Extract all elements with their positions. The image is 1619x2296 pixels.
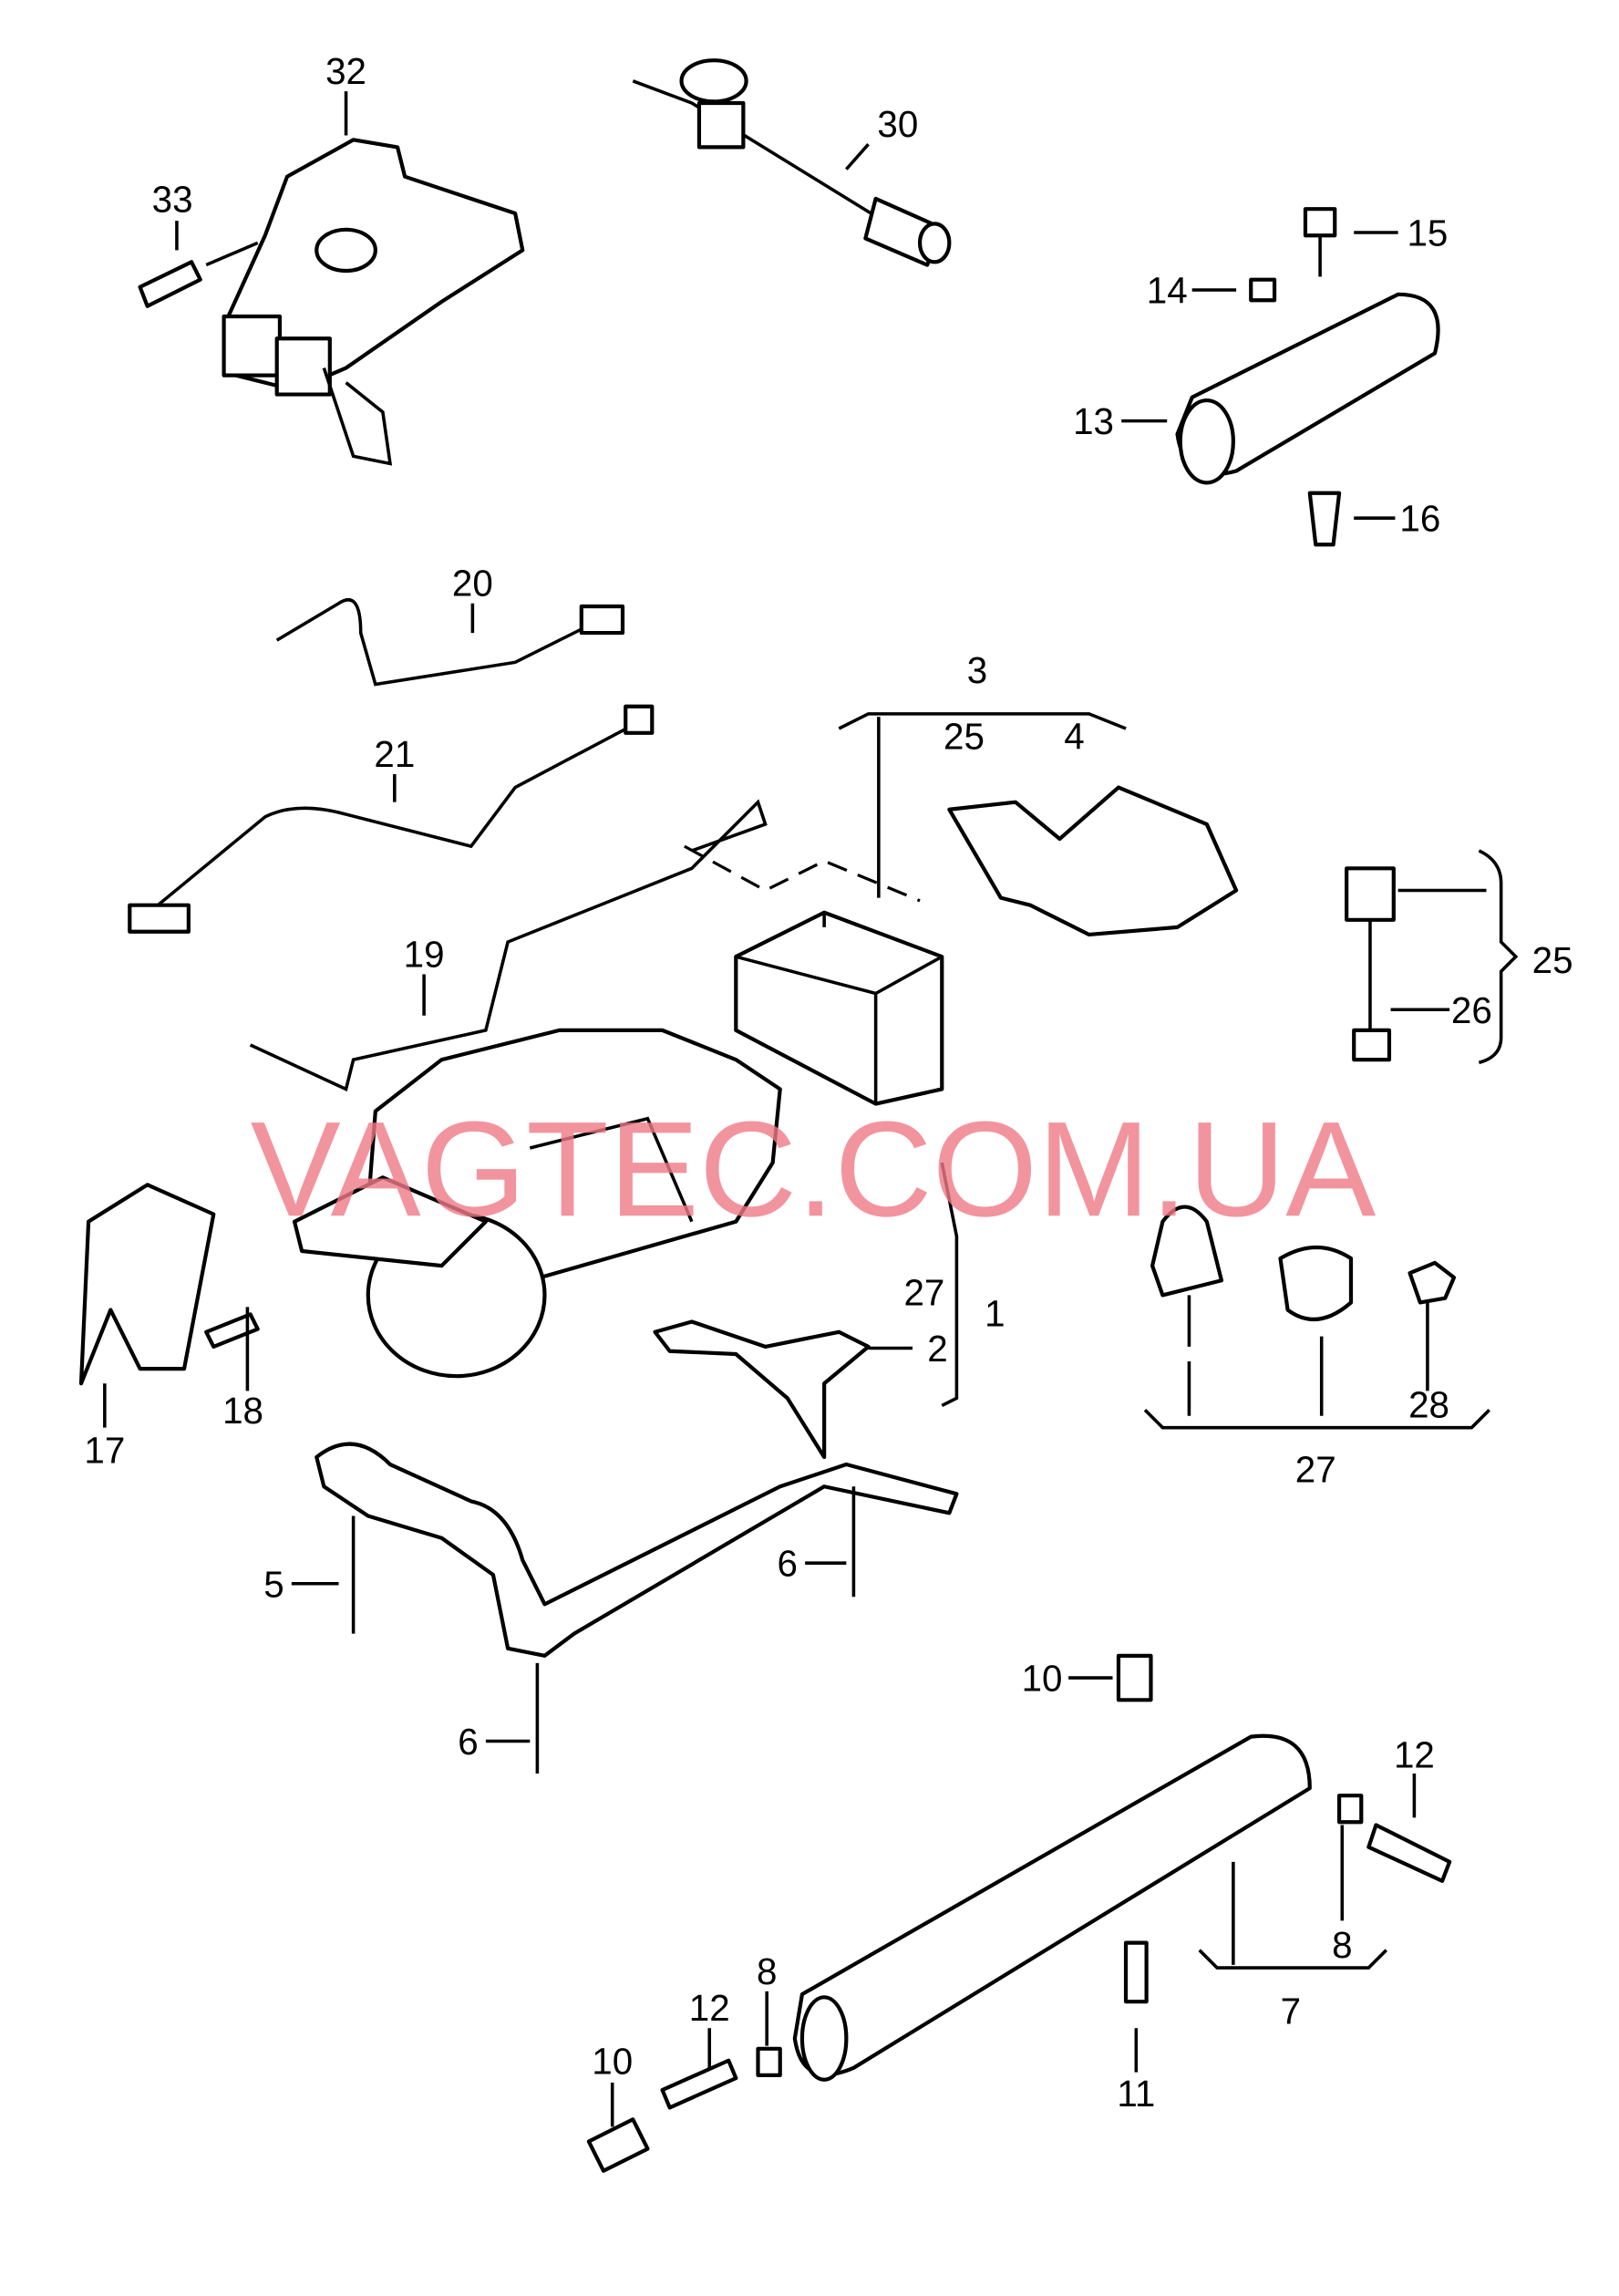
callout-4: 4	[1064, 716, 1084, 758]
callout-25: 25	[1532, 939, 1573, 981]
callout-30: 30	[877, 103, 918, 145]
compressor-1	[292, 1028, 959, 1408]
callout-12: 12	[1394, 1734, 1435, 1776]
control-unit-3	[684, 712, 1127, 1106]
callout-33: 33	[152, 178, 193, 220]
callout-18: 18	[222, 1390, 263, 1432]
reservoir-7	[586, 1653, 1452, 2173]
callout-1: 1	[985, 1292, 1005, 1334]
callout-6: 6	[458, 1721, 478, 1763]
callout-8: 8	[757, 1950, 777, 1992]
pipe-21	[128, 704, 655, 934]
callout-2: 2	[927, 1328, 947, 1370]
callout-10: 10	[592, 2040, 633, 2082]
callout-6: 6	[778, 1543, 798, 1585]
callout-8: 8	[1332, 1924, 1352, 1966]
mount-25	[1345, 849, 1519, 1065]
callout-26: 26	[1451, 989, 1492, 1031]
callout-28: 28	[1408, 1383, 1449, 1425]
watermark: VAGTEC.COM.UA	[251, 1094, 1377, 1245]
callout-13: 13	[1073, 400, 1114, 442]
callout-14: 14	[1147, 270, 1188, 312]
reservoir-13	[1175, 207, 1440, 547]
bracket-4	[947, 785, 1239, 937]
callout-15: 15	[1407, 212, 1448, 254]
callout-16: 16	[1399, 498, 1440, 540]
valve-30	[632, 58, 952, 267]
pipe-20	[275, 598, 625, 687]
pipe-19	[249, 799, 768, 1091]
leader-lines	[103, 91, 1487, 2127]
callout-7: 7	[1281, 1990, 1301, 2032]
bracket-17	[78, 1183, 260, 1386]
callout-20: 20	[452, 563, 493, 605]
callout-21: 21	[374, 733, 415, 775]
callout-3: 3	[967, 649, 987, 691]
callout-27: 27	[1295, 1448, 1336, 1490]
callout-5: 5	[263, 1563, 284, 1605]
carrier-2	[315, 1319, 959, 1774]
callout-11: 11	[1117, 2073, 1155, 2115]
callout-10: 10	[1022, 1658, 1063, 1700]
callout-27: 27	[903, 1272, 944, 1314]
callout-19: 19	[404, 933, 445, 975]
bracket-32	[222, 138, 525, 466]
callout-17: 17	[84, 1429, 125, 1471]
callout-12: 12	[689, 1987, 730, 2029]
callout-25: 25	[944, 716, 985, 758]
callout-32: 32	[325, 50, 366, 92]
mounts-27	[1143, 1205, 1490, 1430]
bolt-33	[138, 260, 202, 308]
